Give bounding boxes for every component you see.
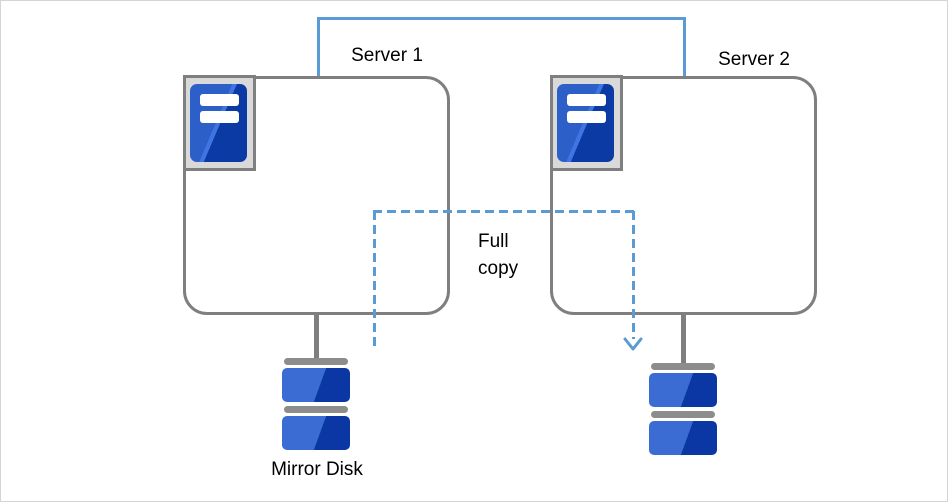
server1-disk-connector — [314, 313, 319, 359]
disk-platter-bar — [651, 363, 715, 370]
disk-block — [649, 373, 717, 407]
server2-box — [550, 75, 817, 315]
server-tower-glyph — [557, 84, 614, 162]
disk-block — [282, 416, 350, 450]
server-slot — [567, 111, 606, 123]
server-tower-glyph — [190, 84, 247, 162]
server-link-line-right — [683, 17, 686, 78]
server-icon — [183, 75, 256, 171]
full-copy-path-right — [632, 211, 635, 339]
server-slot — [200, 111, 239, 123]
full-copy-path-left — [373, 211, 376, 351]
disk-block — [649, 421, 717, 455]
disk-platter-bar — [651, 411, 715, 418]
server-link-line-top — [317, 17, 686, 20]
full-copy-label: Full copy — [478, 228, 518, 282]
server-icon — [550, 75, 623, 171]
full-copy-label-line1: Full — [478, 231, 509, 252]
server1-label: Server 1 — [351, 45, 423, 66]
mirror-disk-icon-left — [282, 358, 350, 450]
server-slot — [567, 94, 606, 106]
server2-disk-connector — [681, 313, 686, 364]
full-copy-label-line2: copy — [478, 258, 519, 279]
server1-box — [183, 75, 450, 315]
disk-block — [282, 368, 350, 402]
disk-platter-bar — [284, 358, 348, 365]
mirror-disk-label: Mirror Disk — [271, 459, 363, 480]
full-copy-path-top — [373, 210, 635, 213]
mirror-disk-icon-right — [649, 363, 717, 455]
server-slot — [200, 94, 239, 106]
server-link-line-left — [317, 17, 320, 78]
disk-platter-bar — [284, 406, 348, 413]
arrow-down-icon — [623, 337, 643, 351]
server2-label: Server 2 — [718, 49, 790, 70]
